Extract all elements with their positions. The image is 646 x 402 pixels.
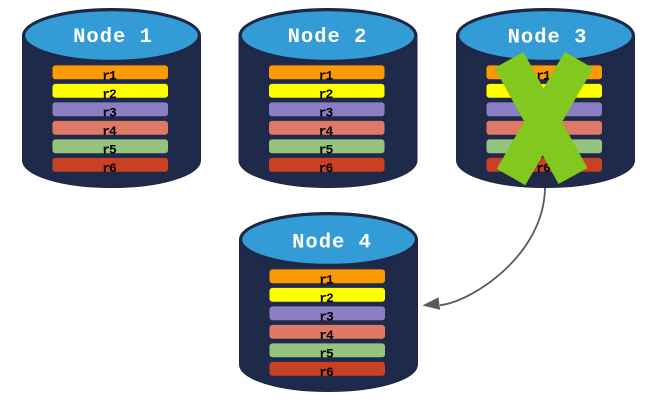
- svg-text:Node 2: Node 2: [288, 26, 368, 49]
- svg-text:Node 3: Node 3: [508, 27, 588, 50]
- svg-text:Node 1: Node 1: [73, 26, 153, 49]
- svg-text:Node 4: Node 4: [292, 232, 372, 255]
